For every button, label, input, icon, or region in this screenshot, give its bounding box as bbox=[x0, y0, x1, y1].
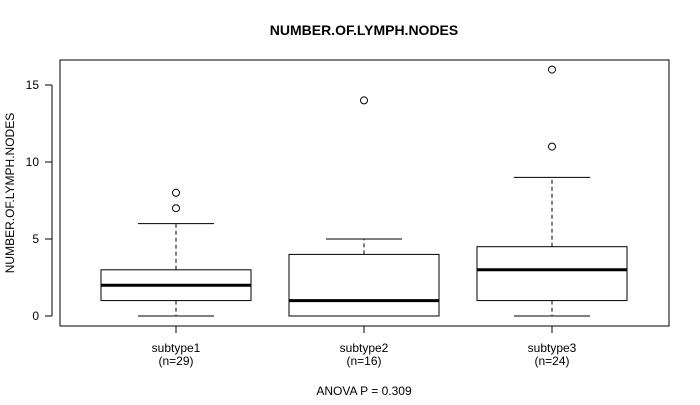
outlier-point bbox=[172, 188, 180, 197]
y-tick-label-0: 0 bbox=[32, 309, 39, 323]
y-axis: 0 5 10 15 bbox=[26, 78, 53, 323]
x-tick-n-subtype1: (n=29) bbox=[158, 354, 193, 368]
x-tick-label-subtype1: subtype1 bbox=[152, 341, 201, 355]
iqr-box bbox=[288, 253, 440, 317]
x-axis-labels: subtype1(n=29) subtype2(n=16) subtype3(n=2… bbox=[152, 326, 577, 368]
y-axis-label: NUMBER.OF.LYMPH.NODES bbox=[3, 113, 17, 273]
anova-p-value: ANOVA P = 0.309 bbox=[316, 384, 412, 398]
iqr-box bbox=[476, 246, 628, 302]
boxes-group bbox=[100, 65, 628, 317]
box-subtype2 bbox=[288, 96, 440, 317]
y-tick-label-15: 15 bbox=[26, 78, 40, 92]
outlier-point bbox=[548, 142, 556, 151]
x-tick-n-subtype3: (n=24) bbox=[534, 354, 569, 368]
x-tick-n-subtype2: (n=16) bbox=[346, 354, 381, 368]
box-subtype1 bbox=[100, 188, 252, 317]
x-tick-label-subtype3: subtype3 bbox=[528, 341, 577, 355]
outlier-point bbox=[548, 65, 556, 74]
x-tick-label-subtype2: subtype2 bbox=[340, 341, 389, 355]
chart-title: NUMBER.OF.LYMPH.NODES bbox=[270, 22, 459, 38]
outlier-point bbox=[360, 96, 368, 105]
y-tick-label-10: 10 bbox=[26, 155, 40, 169]
box-subtype3 bbox=[476, 65, 628, 317]
outlier-point bbox=[172, 204, 180, 213]
y-tick-label-5: 5 bbox=[32, 232, 39, 246]
